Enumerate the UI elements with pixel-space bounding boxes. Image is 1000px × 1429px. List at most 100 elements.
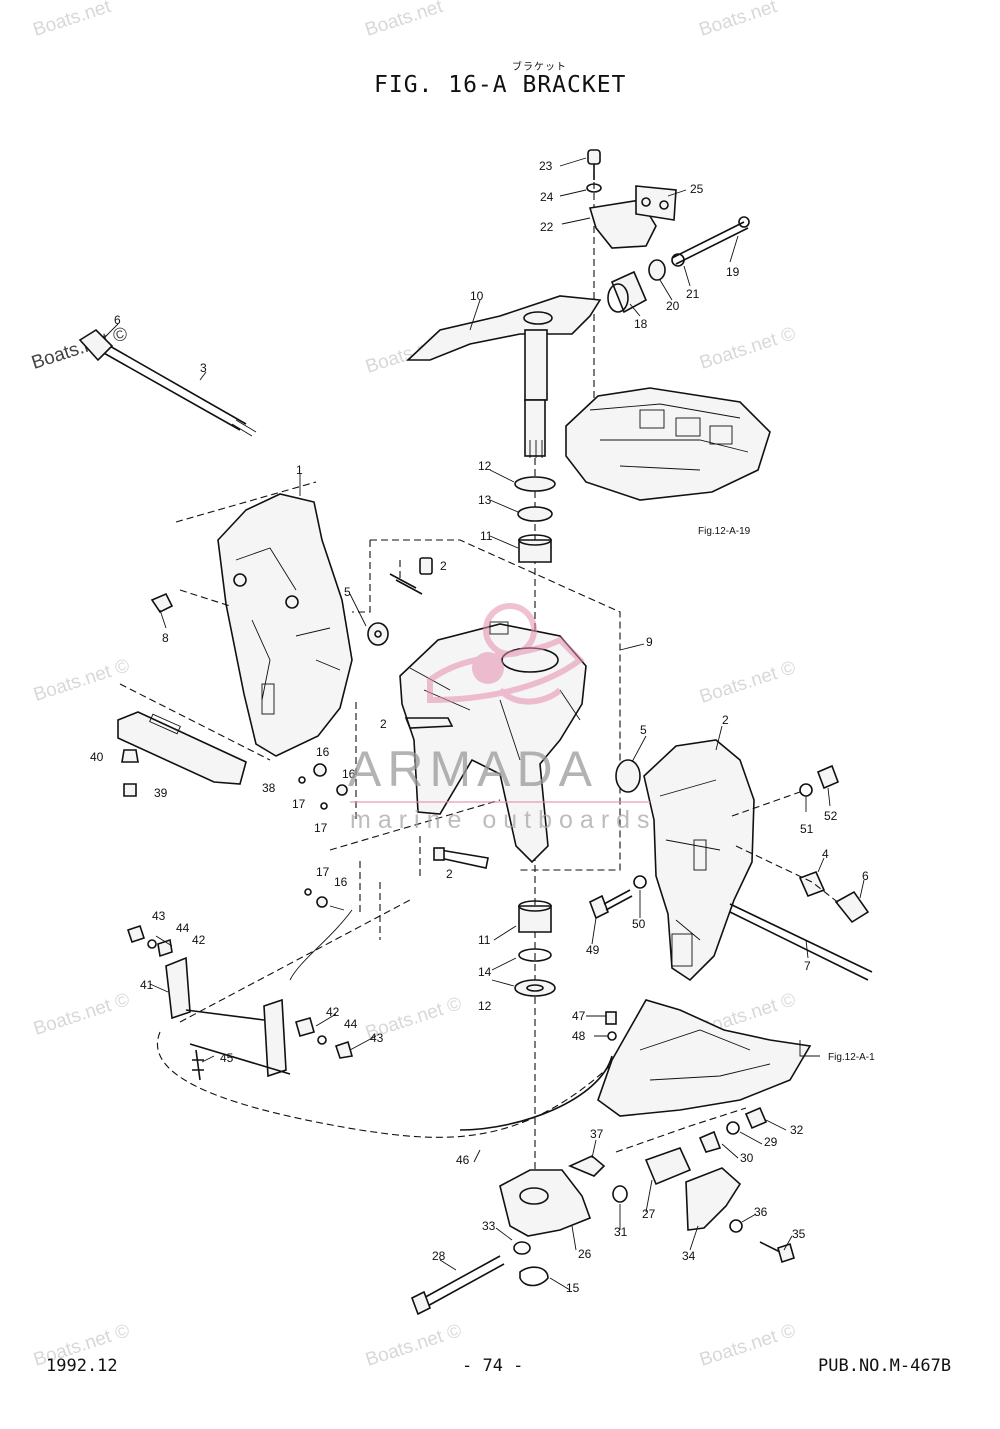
nut-42 bbox=[157, 938, 173, 958]
callout-44b: 44 bbox=[344, 1017, 358, 1031]
callout-15: 15 bbox=[566, 1281, 580, 1295]
callout-27: 27 bbox=[642, 1207, 656, 1221]
bolt-19 bbox=[671, 221, 745, 259]
callout-5: 5 bbox=[344, 585, 351, 599]
callout-7: 7 bbox=[804, 959, 811, 973]
callout-3: 3 bbox=[200, 361, 207, 375]
bolt-39 bbox=[123, 783, 137, 797]
washer-5-right bbox=[615, 759, 641, 793]
callout-29: 29 bbox=[764, 1135, 778, 1149]
spring-45 bbox=[192, 1049, 204, 1081]
callout-12b: 12 bbox=[478, 999, 492, 1013]
bushing-11 bbox=[518, 539, 552, 563]
cap-nut-6 bbox=[834, 890, 870, 924]
ring-13 bbox=[517, 506, 553, 522]
callout-2c: 2 bbox=[446, 867, 453, 881]
washer-44 bbox=[147, 939, 157, 949]
callout-31: 31 bbox=[614, 1225, 628, 1239]
washer-5 bbox=[367, 622, 389, 646]
callout-46: 46 bbox=[456, 1153, 470, 1167]
bolt-49 bbox=[588, 894, 610, 920]
bracket-1 bbox=[217, 493, 353, 757]
footer-date: 1992.12 bbox=[46, 1356, 118, 1376]
fitting-16 bbox=[313, 763, 327, 777]
callout-17c: 17 bbox=[316, 865, 330, 879]
callout-20: 20 bbox=[666, 299, 680, 313]
armada-logo-subtext: marine outboards bbox=[350, 806, 657, 834]
callout-28: 28 bbox=[432, 1249, 446, 1263]
callout-50: 50 bbox=[632, 917, 646, 931]
housing-ref-12-a-19 bbox=[565, 387, 771, 501]
callout-6: 6 bbox=[114, 313, 121, 327]
callout-51: 51 bbox=[800, 822, 814, 836]
callout-12: 12 bbox=[478, 459, 492, 473]
callout-1: 1 bbox=[296, 463, 303, 477]
bolt-23 bbox=[587, 149, 601, 180]
mount-27 bbox=[644, 1147, 692, 1186]
nut-6 bbox=[78, 328, 114, 362]
washer-12-lower bbox=[514, 979, 556, 997]
nut-4 bbox=[798, 870, 826, 898]
callout-17b: 17 bbox=[314, 821, 328, 835]
bracket-41 bbox=[165, 956, 191, 1020]
washer-50 bbox=[633, 875, 647, 889]
callout-32: 32 bbox=[790, 1123, 804, 1137]
fig-ref-upper: Fig.12-A-19 bbox=[698, 526, 751, 537]
callout-22: 22 bbox=[540, 220, 554, 234]
callout-6b: 6 bbox=[862, 869, 869, 883]
callout-16b: 16 bbox=[342, 767, 356, 781]
callout-8: 8 bbox=[162, 631, 169, 645]
nut-52 bbox=[816, 764, 840, 790]
callout-47: 47 bbox=[572, 1009, 586, 1023]
callout-14: 14 bbox=[478, 965, 492, 979]
washer-12 bbox=[514, 476, 556, 492]
lower-unit-ref-12-a-1 bbox=[597, 999, 812, 1117]
bushing-11-lower bbox=[518, 905, 552, 933]
callout-39: 39 bbox=[154, 786, 168, 800]
callout-16: 16 bbox=[316, 745, 330, 759]
callout-25: 25 bbox=[690, 182, 704, 196]
callout-45: 45 bbox=[220, 1051, 234, 1065]
washer-36 bbox=[729, 1219, 743, 1233]
callout-35: 35 bbox=[792, 1227, 806, 1241]
callout-4: 4 bbox=[822, 847, 829, 861]
callout-11b: 11 bbox=[478, 933, 491, 947]
washer-29 bbox=[726, 1121, 740, 1135]
callout-44: 44 bbox=[176, 921, 190, 935]
bolt-47 bbox=[605, 1011, 617, 1025]
callout-42: 42 bbox=[192, 933, 206, 947]
callout-34: 34 bbox=[682, 1249, 696, 1263]
steering-arm-10 bbox=[405, 295, 602, 361]
callout-13: 13 bbox=[478, 493, 492, 507]
callout-18: 18 bbox=[634, 317, 648, 331]
footer-page-number: - 74 - bbox=[462, 1356, 524, 1376]
washer-33 bbox=[513, 1241, 531, 1255]
washer-24 bbox=[586, 183, 602, 193]
callout-2b: 2 bbox=[380, 717, 387, 731]
clip-15 bbox=[519, 1266, 549, 1287]
footer-publication-number: PUB.NO.M-467B bbox=[818, 1356, 952, 1376]
ring-14 bbox=[518, 948, 552, 962]
clip-8 bbox=[150, 592, 174, 614]
callout-36: 36 bbox=[754, 1205, 768, 1219]
bolt-43 bbox=[126, 924, 146, 944]
callout-42b: 42 bbox=[326, 1005, 340, 1019]
cable-46 bbox=[459, 1055, 613, 1131]
callout-40: 40 bbox=[90, 750, 104, 764]
nut-48 bbox=[607, 1031, 617, 1041]
callout-9: 9 bbox=[646, 635, 653, 649]
washer-21 bbox=[671, 253, 685, 267]
plate-34 bbox=[685, 1167, 742, 1231]
callout-41: 41 bbox=[140, 978, 154, 992]
cushion-37 bbox=[567, 1155, 606, 1177]
callout-16c: 16 bbox=[334, 875, 348, 889]
callout-5b: 5 bbox=[640, 723, 647, 737]
callout-26: 26 bbox=[578, 1247, 592, 1261]
bracket-2 bbox=[643, 739, 755, 982]
callout-21: 21 bbox=[686, 287, 700, 301]
rod-7 bbox=[729, 903, 873, 973]
armada-logo-emblem bbox=[350, 603, 650, 803]
fig-ref-lower: Fig.12-A-1 bbox=[828, 1052, 875, 1063]
